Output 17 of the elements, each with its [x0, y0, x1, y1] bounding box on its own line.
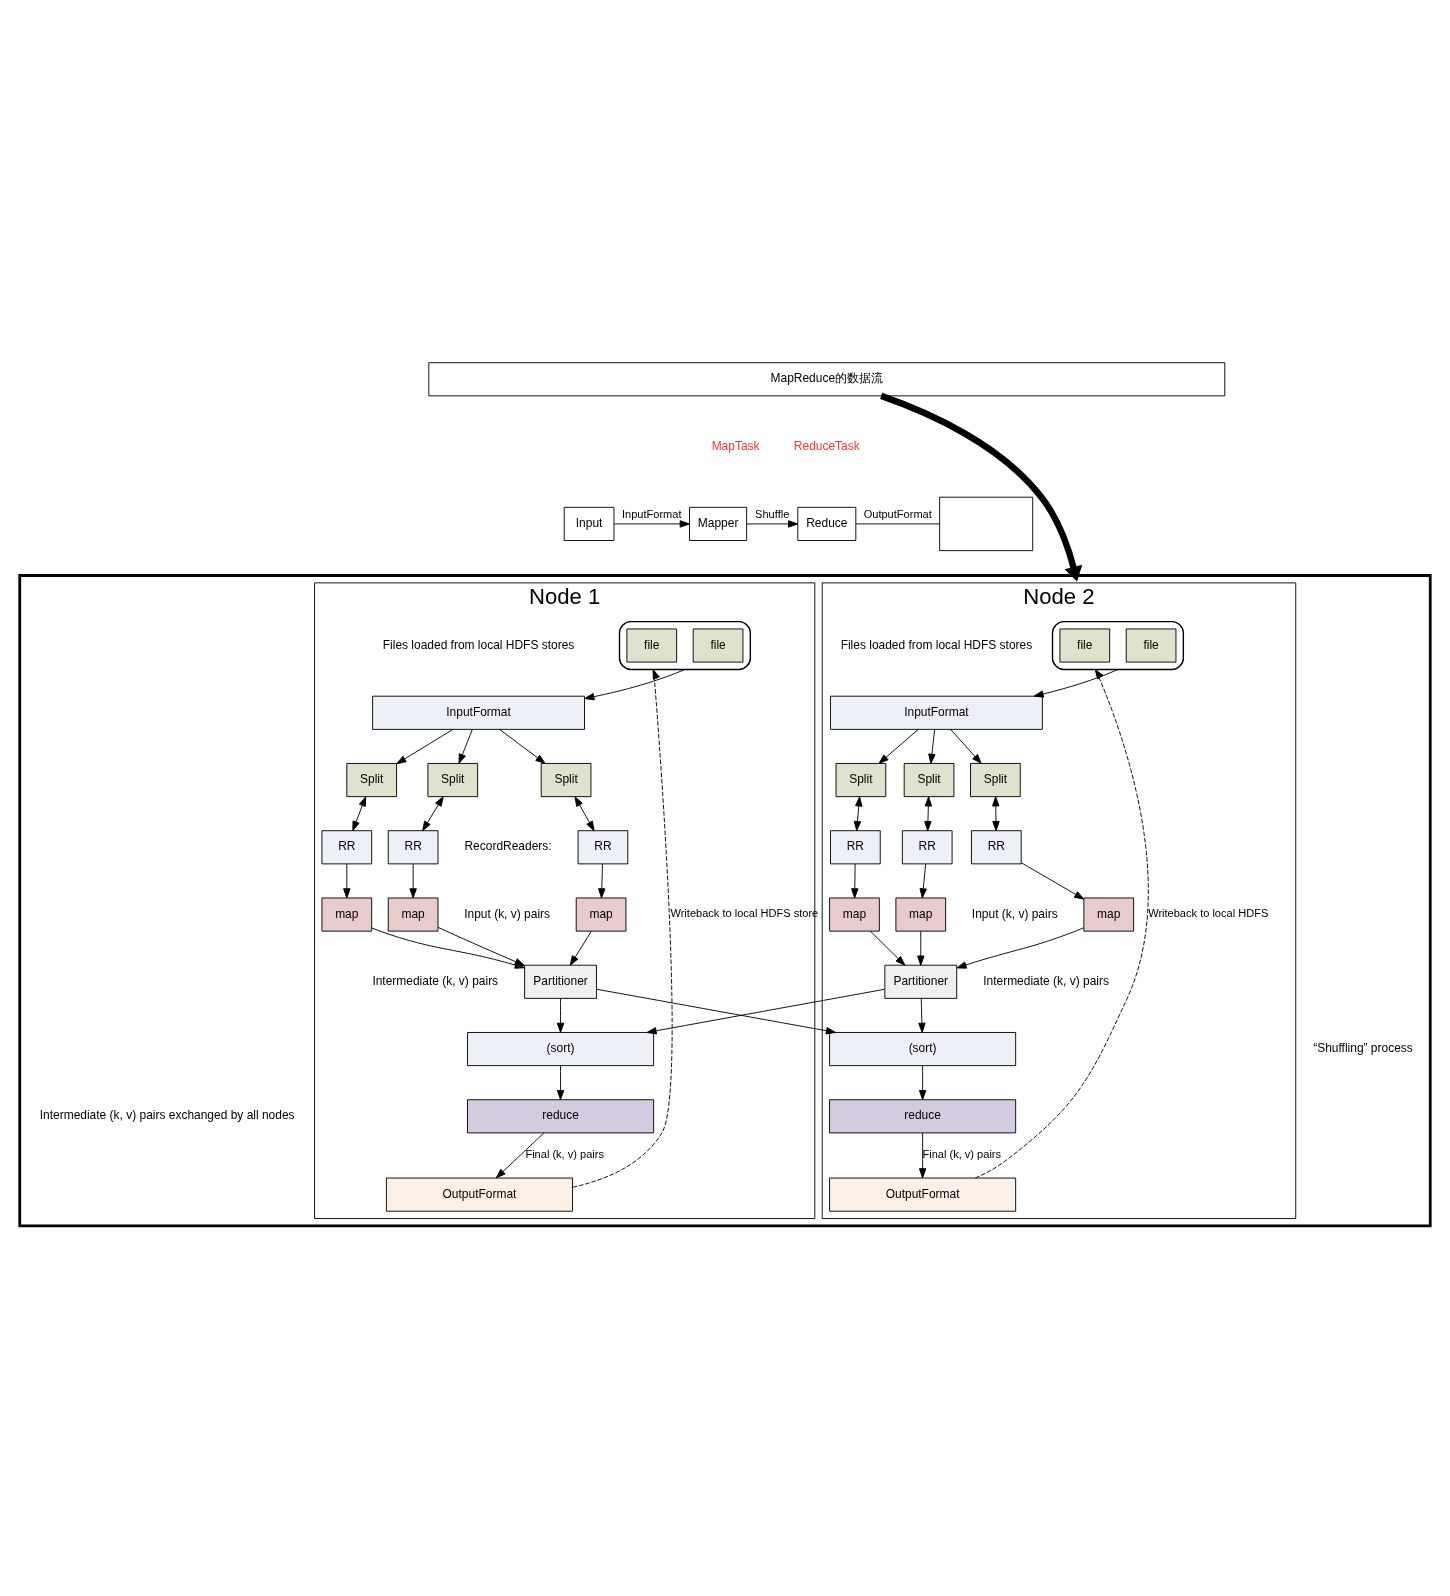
label: RecordReaders:	[464, 839, 552, 854]
edge-label: Shuffle	[755, 508, 790, 521]
label: Files loaded from local HDFS stores	[382, 637, 575, 652]
label: Input (k, v) pairs	[464, 906, 551, 921]
label: “Shuffling” process	[1313, 1041, 1413, 1056]
edge-label: Final (k, v) pairs	[525, 1148, 604, 1161]
edge-label: InputFormat	[621, 508, 682, 521]
label: MapTask	[711, 438, 760, 453]
label: Input (k, v) pairs	[971, 906, 1058, 921]
label: Intermediate (k, v) pairs exchanged by all nodes	[39, 1108, 295, 1123]
edge-label: OutputFormat	[863, 508, 932, 521]
label: ReduceTask	[793, 438, 860, 453]
edge-label: Writeback to local HDFS	[1148, 907, 1269, 920]
edge-label: Final (k, v) pairs	[922, 1148, 1002, 1161]
label: Intermediate (k, v) pairs	[983, 973, 1109, 988]
label: Files loaded from local HDFS stores	[840, 637, 1033, 652]
label: Intermediate (k, v) pairs	[372, 973, 499, 988]
